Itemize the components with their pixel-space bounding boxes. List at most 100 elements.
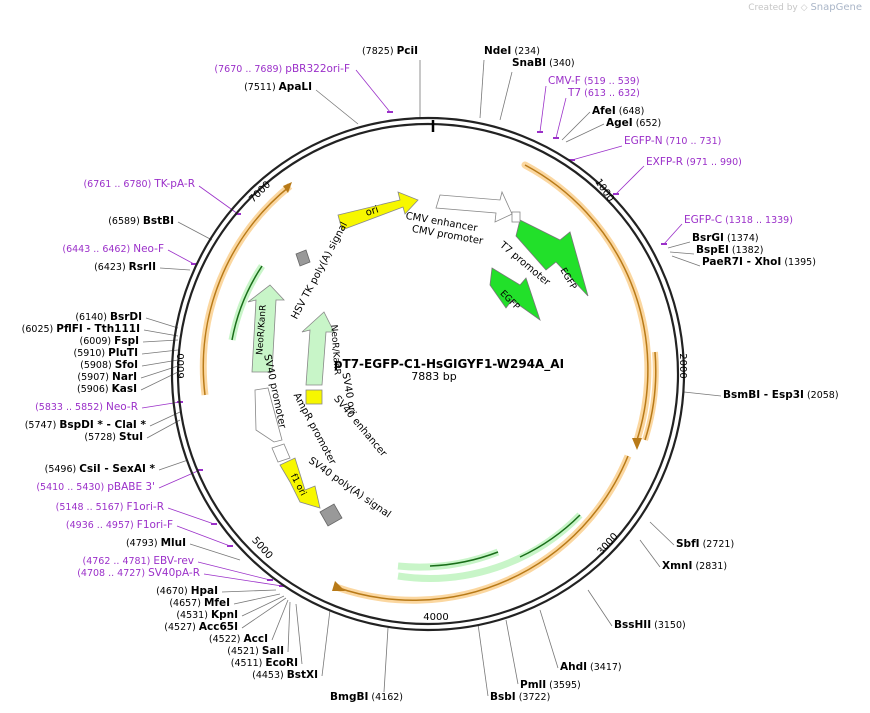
site-mlui-leader bbox=[189, 543, 241, 561]
feature-label-sv40-enhancer: SV40 enhancer bbox=[331, 394, 389, 460]
site-position: (4527) bbox=[164, 622, 199, 633]
snapgene-credit: Created by ◇ SnapGene bbox=[748, 2, 862, 13]
site-label-bmgbi: BmgBI (4162) bbox=[330, 691, 403, 703]
site-ahdi-leader bbox=[539, 609, 559, 669]
site-name-2: - SexAI * bbox=[101, 463, 156, 475]
site-bsshii-leader bbox=[587, 589, 613, 627]
primer-egfp-c-leader bbox=[663, 223, 683, 245]
primer-neo-f-leader bbox=[167, 249, 195, 265]
site-bsmbi-leader bbox=[683, 391, 722, 397]
site-name: XmnI bbox=[662, 560, 692, 572]
site-snabi-leader bbox=[499, 71, 513, 121]
site-afei-leader bbox=[561, 111, 591, 141]
primer-range: (971 .. 990) bbox=[683, 157, 742, 168]
primer-t7-leader bbox=[555, 97, 567, 139]
primer-range: (5833 .. 5852) bbox=[35, 402, 106, 413]
site-name: BspDI * bbox=[59, 419, 103, 431]
site-label-sbfi: SbfI (2721) bbox=[676, 538, 734, 550]
site-label-csii: (5496) CsiI - SexAI * bbox=[45, 463, 156, 475]
site-position: (2058) bbox=[804, 390, 839, 401]
site-position: (5906) bbox=[77, 384, 112, 395]
primer-label-neo-r: (5833 .. 5852) Neo-R bbox=[35, 401, 138, 413]
primer-name: EBV-rev bbox=[153, 555, 194, 567]
site-label-sali: (4521) SalI bbox=[227, 645, 284, 657]
site-position: (5910) bbox=[74, 348, 109, 359]
site-label-afei: AfeI (648) bbox=[592, 105, 644, 117]
feature-label-hsv-tk-poly-a-signal: HSV TK poly(A) signal bbox=[290, 220, 351, 321]
site-name: PflFI bbox=[56, 323, 83, 335]
site-rsrii-leader bbox=[159, 267, 191, 271]
site-name-2: - ClaI * bbox=[103, 419, 147, 431]
site-position: (4453) bbox=[252, 670, 287, 681]
site-name: BsrDI bbox=[110, 311, 142, 323]
site-name: NdeI bbox=[484, 45, 511, 57]
site-position: (5496) bbox=[45, 464, 80, 475]
site-name: CsiI bbox=[79, 463, 100, 475]
site-label-pmli: PmlI (3595) bbox=[520, 679, 581, 691]
site-label-rsrii: (6423) RsrII bbox=[94, 261, 156, 273]
site-label-kasi: (5906) KasI bbox=[77, 383, 137, 395]
credit-prefix: Created by bbox=[748, 3, 798, 13]
primer-name: EGFP-N bbox=[624, 135, 663, 147]
site-name: AgeI bbox=[606, 117, 633, 129]
primer-range: (613 .. 632) bbox=[581, 88, 640, 99]
site-name: PciI bbox=[397, 45, 418, 57]
site-bstbi-leader bbox=[177, 221, 213, 241]
site-apali-leader bbox=[315, 89, 359, 125]
site-name: BsmBI bbox=[723, 389, 760, 401]
primer-cmv-f-leader bbox=[539, 85, 547, 133]
primer-range: (519 .. 539) bbox=[581, 76, 640, 87]
site-label-bsmbi: BsmBI - Esp3I (2058) bbox=[723, 389, 839, 401]
primer-label-egfp-c: EGFP-C (1318 .. 1339) bbox=[684, 214, 793, 226]
site-label-bstxi: (4453) BstXI bbox=[252, 669, 318, 681]
site-label-stui: (5728) StuI bbox=[84, 431, 143, 443]
site-position: (5908) bbox=[80, 360, 115, 371]
site-name: SfoI bbox=[115, 359, 138, 371]
primer-label-t7: T7 (613 .. 632) bbox=[567, 87, 640, 99]
site-ndei-leader bbox=[479, 59, 485, 119]
primer-name: T7 bbox=[567, 87, 581, 99]
primer-label-pbr322ori-f: (7670 .. 7689) pBR322ori-F bbox=[214, 63, 350, 75]
primer-label-f1ori-f: (4936 .. 4957) F1ori-F bbox=[66, 519, 173, 531]
primer-range: (710 .. 731) bbox=[663, 136, 722, 147]
site-position: (652) bbox=[633, 118, 662, 129]
site-pflfi-leader bbox=[143, 329, 179, 337]
primer-range: (5148 .. 5167) bbox=[56, 502, 127, 513]
site-name: MluI bbox=[161, 537, 186, 549]
site-label-bsrdi: (6140) BsrDI bbox=[75, 311, 142, 323]
site-label-nari: (5907) NarI bbox=[77, 371, 137, 383]
site-position: (5728) bbox=[84, 432, 119, 443]
site-name: BsbI bbox=[490, 691, 516, 703]
site-name-2: - Tth111I bbox=[83, 323, 140, 335]
site-label-pcii: (7825) PciI bbox=[362, 45, 418, 57]
site-name: AfeI bbox=[592, 105, 616, 117]
primer-name: pBR322ori-F bbox=[285, 63, 350, 75]
site-position: (6025) bbox=[22, 324, 57, 335]
site-kpni-leader bbox=[241, 595, 285, 617]
feature-label-f1-ori: f1 ori bbox=[288, 472, 308, 497]
feature-label-neor-kanr: NeoR/KanR bbox=[328, 324, 341, 375]
label-leader-lines bbox=[140, 59, 722, 697]
site-hpai-leader bbox=[221, 589, 277, 593]
site-label-ndei: NdeI (234) bbox=[484, 45, 540, 57]
site-name: ApaLI bbox=[279, 81, 312, 93]
site-position: (4670) bbox=[156, 586, 191, 597]
site-label-acc65i: (4527) Acc65I bbox=[164, 621, 238, 633]
site-name: StuI bbox=[119, 431, 143, 443]
site-position: (4511) bbox=[231, 658, 266, 669]
primer-name: CMV-F bbox=[548, 75, 581, 87]
site-bmgbi-leader bbox=[383, 627, 389, 693]
site-label-kpni: (4531) KpnI bbox=[176, 609, 238, 621]
site-xmni-leader bbox=[639, 539, 661, 568]
plasmid-size: 7883 bp bbox=[411, 370, 456, 383]
site-position: (3150) bbox=[651, 620, 686, 631]
feature-arrows bbox=[247, 190, 589, 527]
site-name: KasI bbox=[112, 383, 137, 395]
primer-range: (4762 .. 4781) bbox=[82, 556, 153, 567]
primer-name: TK-pA-R bbox=[153, 178, 195, 190]
primer-name: pBABE 3' bbox=[107, 481, 155, 493]
site-position: (4522) bbox=[209, 634, 244, 645]
primer-egfp-n-leader bbox=[571, 145, 623, 161]
